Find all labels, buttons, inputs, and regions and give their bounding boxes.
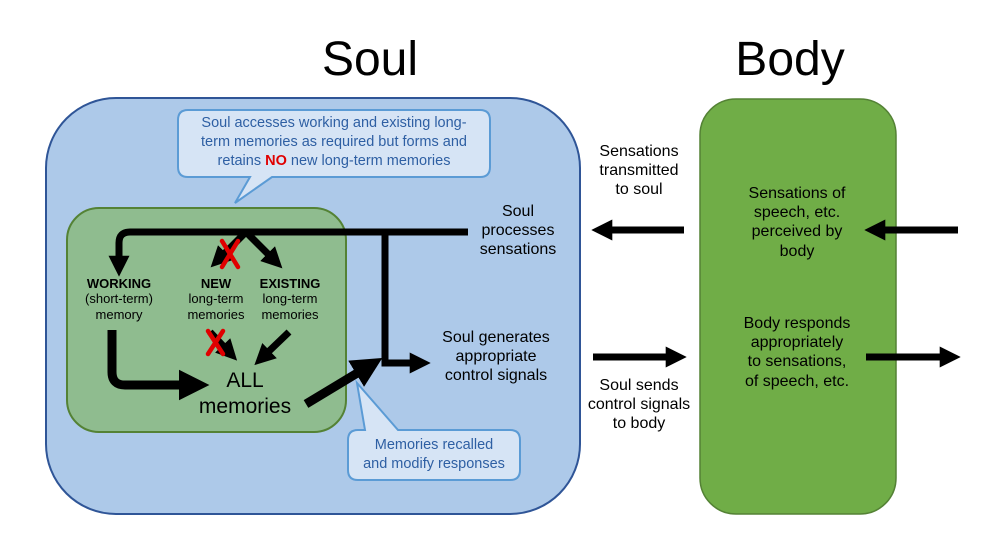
existing-memory-line1: long-term — [262, 291, 318, 307]
perceived-line3: perceived by — [751, 223, 843, 241]
responds-line1: Body responds — [743, 315, 851, 332]
callout-top-line2: term memories as required but forms and — [201, 133, 467, 150]
sensations-transmitted-label: Sensations transmitted to soul — [584, 142, 694, 200]
working-memory-title: WORKING — [86, 276, 152, 291]
callout-top-line3: retains NO new long-term memories — [180, 152, 488, 171]
callout-top-bubble — [177, 109, 491, 204]
callout-bottom-text: Memories recalled and modify responses — [350, 436, 518, 474]
working-memory-line1: (short-term) — [85, 291, 153, 307]
arrow-working-to-all — [107, 330, 210, 401]
soul-sends-label: Soul sends control signals to body — [576, 376, 702, 434]
sends-line2: control signals — [587, 396, 691, 414]
arrow-to-existing — [243, 229, 283, 269]
soul-generates-line1: Soul generates — [442, 329, 550, 346]
all-memories-label: ALL memories — [190, 368, 300, 421]
body-container — [699, 98, 897, 515]
transmitted-line3: to soul — [615, 181, 663, 199]
blocked-cross-top — [219, 238, 241, 270]
responds-line2: appropriately — [750, 334, 844, 352]
responds-line4: of speech, etc. — [744, 372, 850, 390]
soul-generates-line2: appropriate — [455, 348, 537, 366]
perceived-line2: speech, etc. — [753, 204, 841, 222]
soul-generates-label: Soul generates appropriate control signa… — [428, 328, 564, 386]
perceived-line1: Sensations of — [748, 185, 846, 202]
callout-top-line1: Soul accesses working and existing long- — [201, 115, 467, 131]
soul-processes-line3: sensations — [479, 241, 557, 259]
callout-top-line3-pre: retains — [217, 152, 262, 169]
new-memory-title: NEW — [200, 276, 232, 291]
body-title: Body — [735, 33, 845, 86]
callout-bottom-bubble — [347, 379, 521, 481]
callout-top-line3-post: new long-term memories — [290, 152, 451, 169]
existing-memory-title: EXISTING — [259, 276, 321, 291]
soul-processes-line2: processes — [481, 222, 555, 240]
responds-line3: to sensations, — [747, 353, 847, 371]
body-perceived-label: Sensations of speech, etc. perceived by … — [722, 184, 872, 261]
blocked-cross-bottom — [205, 328, 226, 357]
all-memories-line2: memories — [198, 395, 292, 419]
sends-line3: to body — [612, 415, 666, 433]
existing-memory-label: EXISTING long-term memories — [250, 276, 330, 322]
control-branch-arrow — [381, 232, 431, 374]
callout-bottom-line2: and modify responses — [363, 455, 505, 472]
soul-generates-line3: control signals — [444, 367, 548, 385]
arrow-existing-to-all — [254, 329, 292, 366]
soul-processes-line1: Soul — [501, 203, 535, 220]
all-memories-line1: ALL — [226, 369, 264, 392]
existing-memory-line2: memories — [261, 306, 319, 322]
transmitted-line2: transmitted — [599, 162, 679, 180]
soul-processes-label: Soul processes sensations — [478, 202, 558, 260]
new-memory-label: NEW long-term memories — [176, 276, 256, 322]
new-memory-line1: long-term — [188, 291, 244, 307]
perceived-line4: body — [779, 242, 815, 260]
processing-line — [108, 228, 468, 277]
new-memory-line2: memories — [187, 306, 245, 322]
callout-top-no: NO — [265, 152, 287, 169]
working-memory-label: WORKING (short-term) memory — [74, 276, 164, 322]
body-responds-label: Body responds appropriately to sensation… — [722, 314, 872, 391]
transmitted-line1: Sensations — [599, 143, 679, 160]
working-memory-line2: memory — [95, 306, 143, 322]
soul-title: Soul — [321, 33, 419, 86]
arrow-memories-recalled — [303, 357, 383, 408]
sends-line1: Soul sends — [599, 377, 679, 394]
callout-bottom-line1: Memories recalled — [374, 437, 494, 453]
callout-top-text: Soul accesses working and existing long-… — [180, 114, 488, 171]
